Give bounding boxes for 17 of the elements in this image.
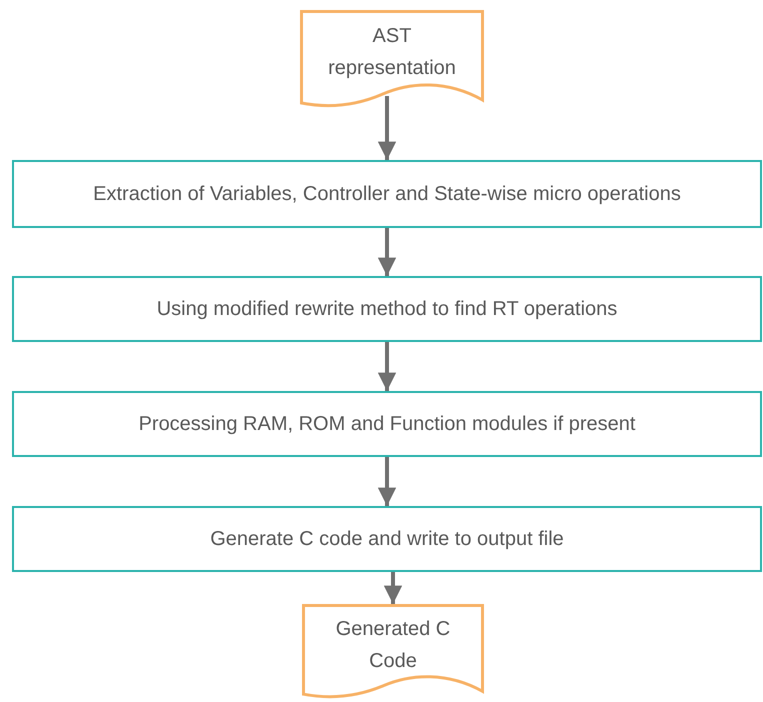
arrow: [378, 96, 396, 160]
process-box: [12, 391, 762, 457]
node-text: AST representation: [327, 24, 457, 81]
arrow: [378, 228, 396, 276]
node-text: Extraction of Variables, Controller and State-wise micro operations: [93, 182, 681, 207]
document-shape: [300, 10, 484, 110]
process-box: [12, 506, 762, 572]
node-text: Using modified rewrite method to find RT operations: [156, 297, 618, 322]
arrow: [378, 342, 396, 391]
arrow: [384, 572, 402, 604]
node-text: Generated C Code: [334, 616, 452, 674]
process-box: [12, 160, 762, 228]
document-shape: [302, 604, 484, 701]
node-text: Processing RAM, ROM and Function modules if present: [138, 412, 636, 437]
process-box: [12, 276, 762, 342]
arrow: [378, 457, 396, 506]
node-text: Generate C code and write to output file: [210, 527, 564, 552]
